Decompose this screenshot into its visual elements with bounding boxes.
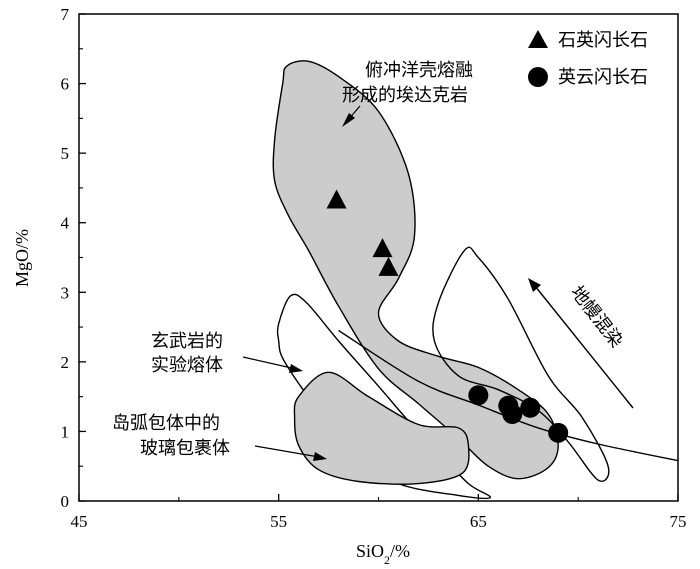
x-tick-label: 45 <box>71 512 88 531</box>
mantle-arrow <box>534 285 634 409</box>
y-tick-label: 7 <box>61 5 70 24</box>
adakite-label-line1: 俯冲洋壳熔融 <box>365 60 473 81</box>
basalt-melt-label-line2: 实验熔体 <box>151 355 223 376</box>
x-tick-label: 65 <box>470 512 487 531</box>
circle-point <box>502 404 523 425</box>
x-tick-label: 75 <box>670 512 687 531</box>
circle-point <box>468 385 489 406</box>
adakite-arrowhead <box>342 113 355 127</box>
mantle-field <box>432 246 610 482</box>
adakite-label-line2: 形成的埃达克岩 <box>342 85 468 106</box>
legend-label-tonalite: 英云闪长石 <box>558 67 648 88</box>
mantle-arrowhead <box>528 278 541 292</box>
x-axis-title: SiO2/% <box>356 541 410 567</box>
circle-point <box>548 422 569 443</box>
adakite-field <box>272 60 559 480</box>
glass-inclusion-arrow <box>254 445 320 458</box>
glass-inclusion-arrowhead <box>313 452 327 461</box>
basalt-melt-label-line1: 玄武岩的 <box>151 331 223 352</box>
triangle-point <box>378 256 399 276</box>
basalt-melt-arrow <box>242 356 297 370</box>
y-tick-label: 6 <box>61 75 70 94</box>
point-layer <box>326 189 569 443</box>
legend-label-quartz-diorite: 石英闪长石 <box>558 30 648 51</box>
y-tick-label: 2 <box>61 353 70 372</box>
y-tick-label: 1 <box>61 422 70 441</box>
y-axis-title: MgO/% <box>12 229 32 287</box>
y-tick-label: 0 <box>61 492 70 511</box>
triangle-point <box>326 189 347 209</box>
field-layer <box>272 60 610 500</box>
triangle-point <box>372 238 393 258</box>
y-tick-label: 3 <box>61 283 70 302</box>
legend: 石英闪长石 英云闪长石 <box>528 30 648 88</box>
circle-point <box>520 397 541 418</box>
basalt-melt-arrowhead <box>289 364 303 373</box>
mantle-label: 地幔混染 <box>566 282 627 352</box>
glass-inclusion-field <box>293 371 470 485</box>
glass-inclusion-label-line1: 岛弧包体中的 <box>112 413 220 434</box>
basalt-melt-field <box>276 293 492 500</box>
y-tick-label: 4 <box>61 214 70 233</box>
x-tick-label: 55 <box>270 512 287 531</box>
glass-inclusion-label-line2: 玻璃包裹体 <box>140 438 230 459</box>
legend-circle-marker <box>528 67 548 87</box>
legend-triangle-marker <box>528 30 548 48</box>
y-tick-label: 5 <box>61 144 70 163</box>
